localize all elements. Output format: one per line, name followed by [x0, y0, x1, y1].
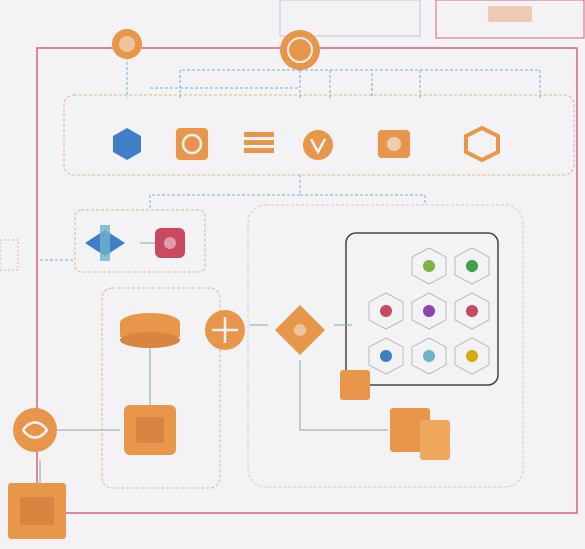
top-center-box: [279, 0, 421, 37]
left-group: [101, 287, 221, 489]
mid-icon-1: [85, 225, 125, 261]
center-group: [247, 204, 524, 488]
top-right-badge-frame: [435, 0, 585, 39]
router-icon: [205, 310, 245, 350]
grid-hexagons: [368, 247, 490, 375]
middle-group: [74, 209, 206, 273]
grid-dots: [380, 260, 478, 362]
top-center-service-icon: [280, 30, 320, 70]
left-icon-top: [120, 313, 180, 348]
connectors: [40, 52, 541, 261]
solid-connectors: [39, 242, 388, 490]
left-gateway-icon: [13, 408, 57, 452]
left-icon-bottom: [124, 405, 176, 455]
left-edge-box: [0, 239, 19, 271]
storage-icon: [390, 408, 450, 460]
load-balancer-icon: [275, 305, 325, 355]
top-left-service-icon: [112, 29, 142, 59]
svc-icon-2: [176, 128, 208, 160]
grid-group: [345, 232, 499, 386]
svc-icon-1: [113, 128, 141, 160]
region-border: [36, 47, 578, 514]
svc-icon-4: [303, 130, 333, 160]
svc-icon-3: [244, 132, 274, 153]
svc-icon-6: [464, 125, 500, 163]
mid-icon-2: [155, 228, 185, 258]
top-right-badge-logo: [488, 6, 532, 22]
svc-icon-5: [378, 130, 410, 158]
bottom-left-icon: [8, 483, 66, 539]
grid-badge-icon: [340, 370, 370, 400]
services-group: [63, 94, 575, 176]
